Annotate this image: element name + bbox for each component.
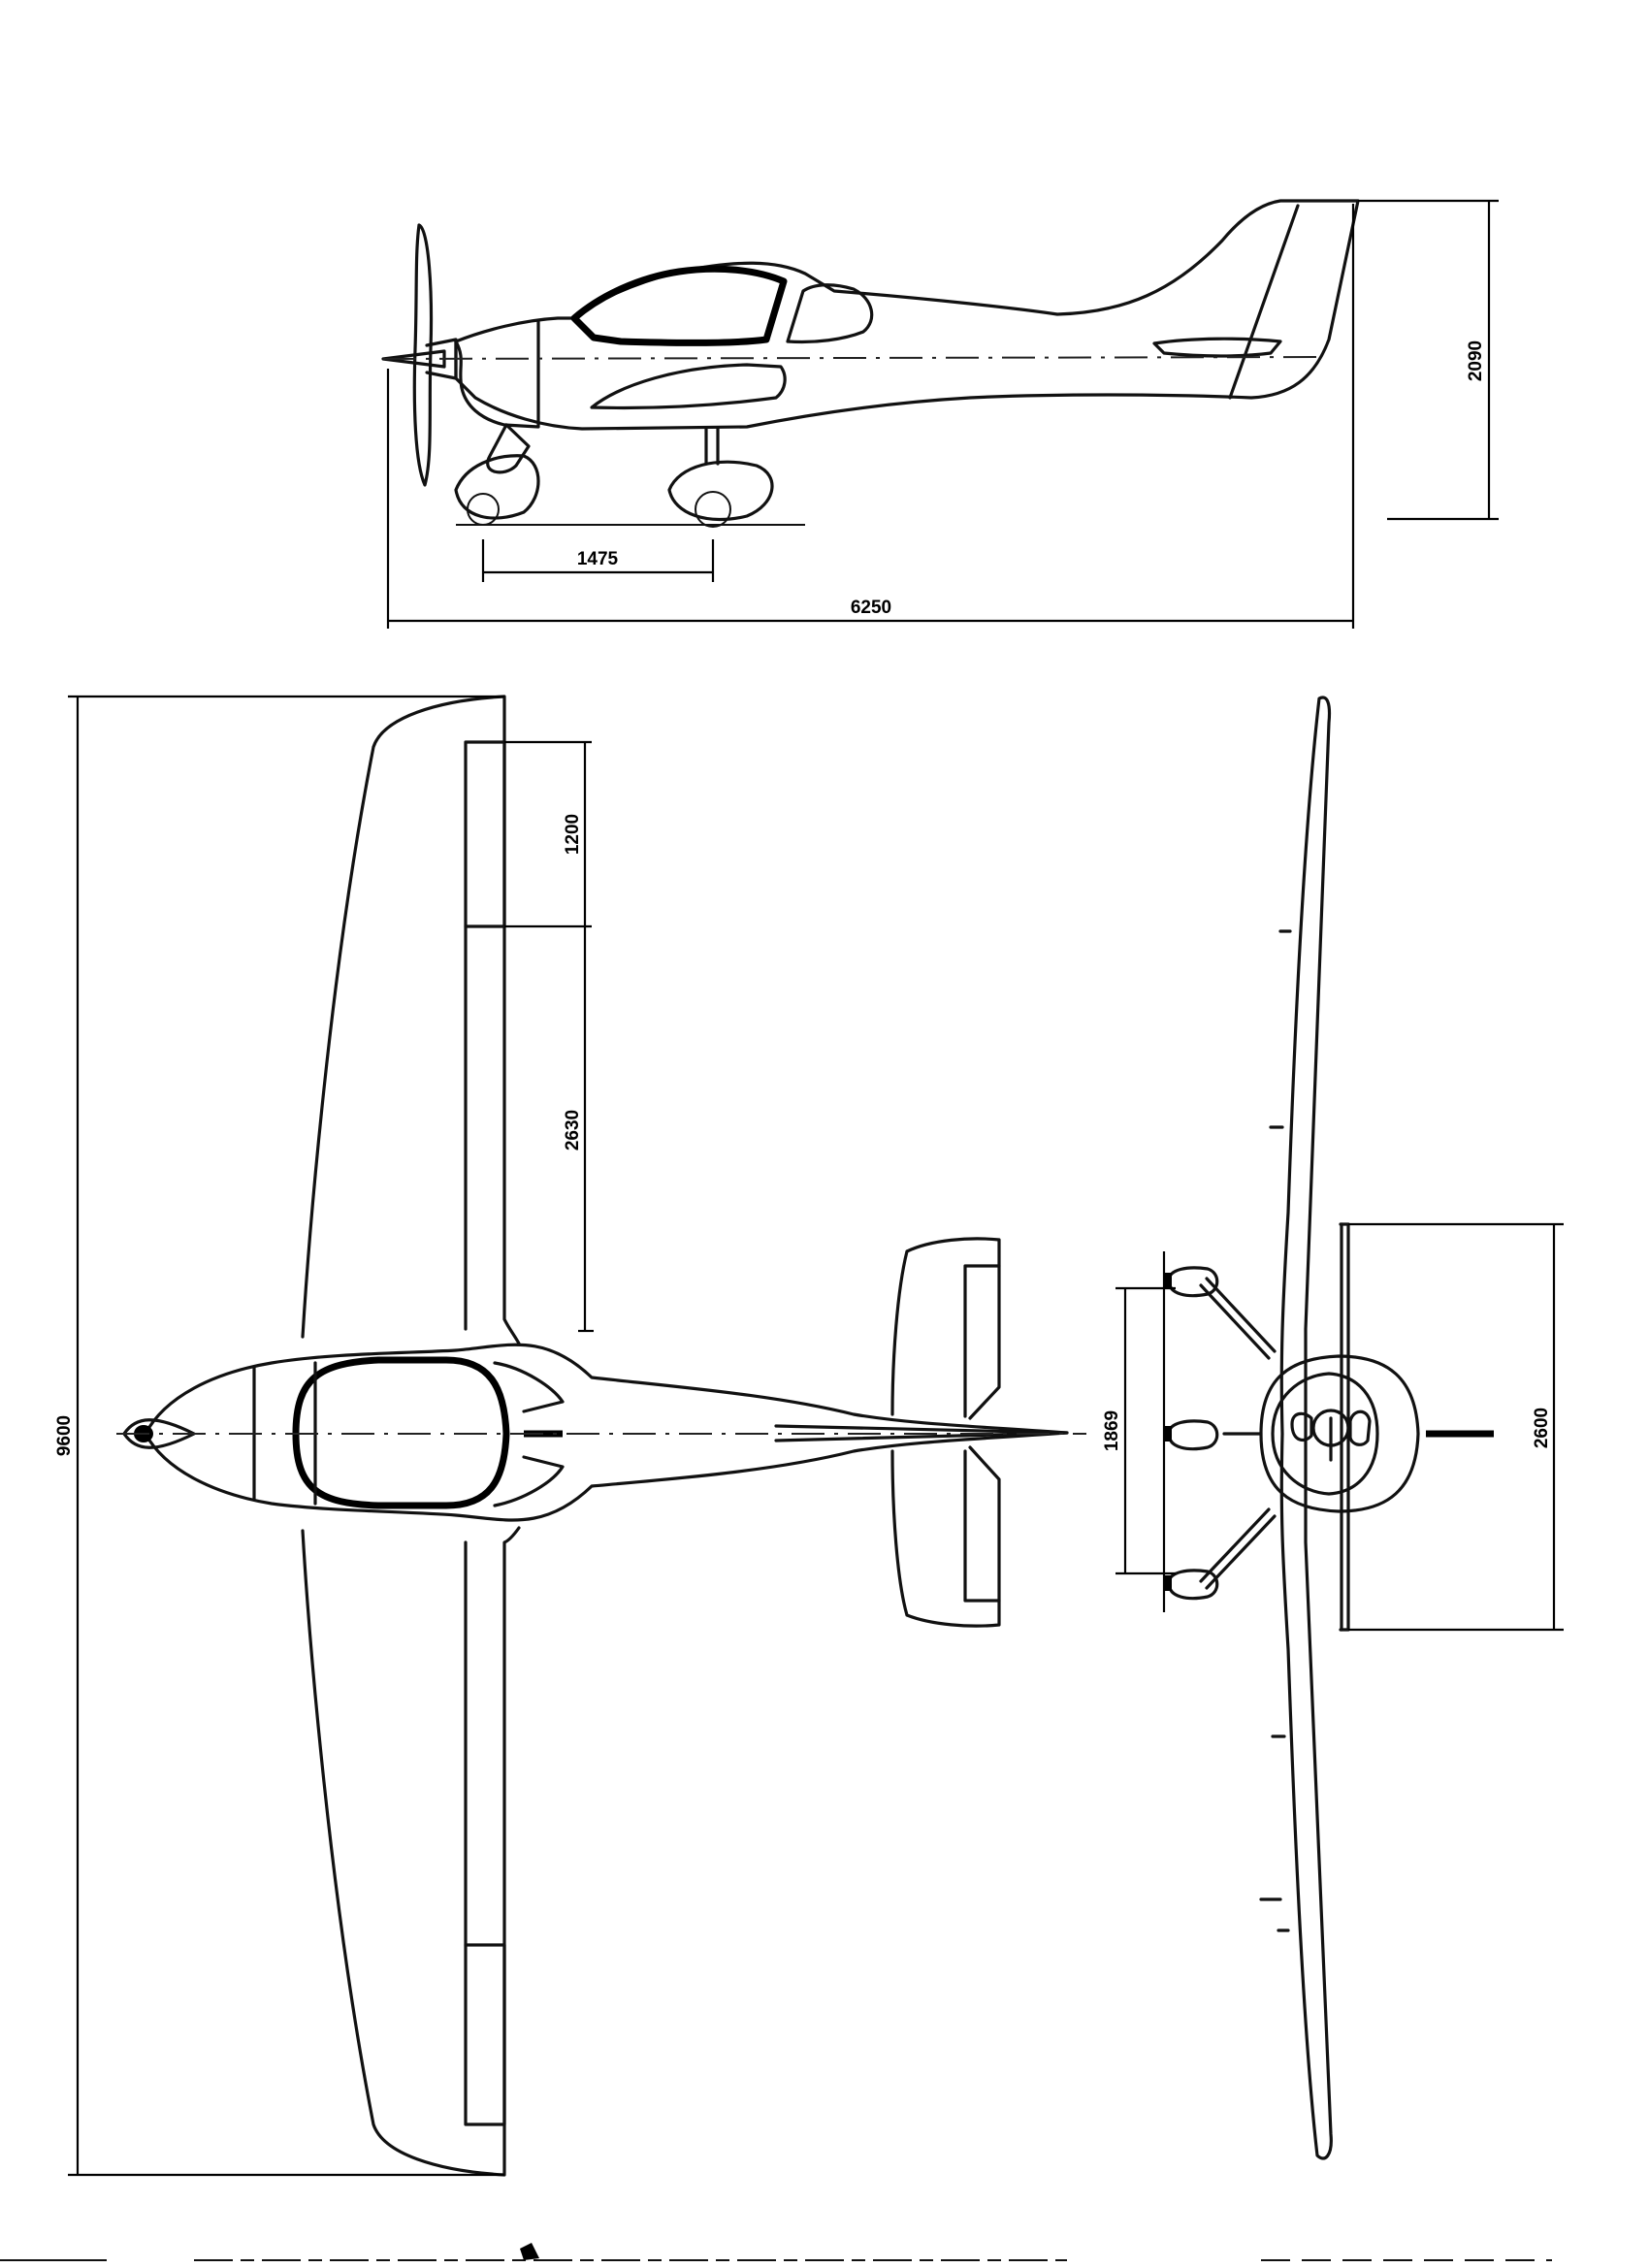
wheelbase-dimension: 1475	[577, 549, 619, 569]
front-main-gear-leg-upper	[1199, 1277, 1277, 1360]
side-view	[381, 199, 1360, 528]
tail-span-dimension: 2600	[1532, 1408, 1552, 1448]
top-wing-upper	[301, 695, 521, 1345]
side-main-wheel	[695, 491, 731, 528]
length-dimension: 6250	[851, 598, 891, 618]
side-nose-wheel	[467, 493, 500, 526]
top-canopy	[292, 1356, 510, 1509]
top-elevator-lower	[963, 1449, 1001, 1603]
top-fuselage	[144, 1343, 1069, 1522]
front-fuselage	[1259, 1354, 1420, 1513]
top-dimensions: 9600 1200 2630	[54, 695, 594, 2177]
side-wing-root	[590, 363, 787, 410]
side-propeller	[412, 223, 434, 487]
front-inlet-right	[1348, 1409, 1372, 1446]
front-wheel-nose	[1167, 1419, 1219, 1451]
top-elevator-upper	[963, 1264, 1001, 1418]
front-cowl-face	[1271, 1372, 1379, 1496]
top-horizontal-tail-upper	[890, 1237, 1001, 1420]
side-main-gear-leg	[704, 427, 720, 466]
top-view	[116, 695, 1086, 2177]
track-dimension: 1869	[1102, 1410, 1122, 1451]
side-nose-wheel-fairing	[454, 454, 540, 520]
front-wheel-upper	[1167, 1266, 1219, 1298]
side-stabilizer	[1152, 337, 1282, 358]
front-view	[1164, 696, 1494, 2160]
side-nose-gear-leg	[486, 423, 531, 474]
front-main-gear-leg-lower	[1199, 1507, 1277, 1590]
side-rear-window	[786, 283, 874, 344]
front-tire-upper	[1164, 1273, 1172, 1288]
top-flap-upper	[464, 740, 506, 928]
side-fuselage	[454, 199, 1360, 431]
top-tail-cone	[774, 1424, 1069, 1442]
front-tire-lower	[1164, 1575, 1172, 1591]
top-wing-root-fairing-lower	[493, 1455, 565, 1507]
aileron-dimension: 2630	[563, 1110, 583, 1150]
front-inlet-left	[1290, 1411, 1313, 1442]
side-dimensions: 1475 6250 2090	[386, 199, 1499, 629]
front-wing	[1279, 696, 1333, 2160]
scan-artifacts	[0, 2243, 1552, 2261]
span-dimension: 9600	[54, 1415, 75, 1456]
height-dimension: 2090	[1466, 340, 1486, 381]
side-rudder-line	[1228, 204, 1300, 400]
flap-dimension: 1200	[563, 814, 583, 855]
top-wing-lower	[301, 1526, 521, 2177]
side-canopy	[570, 265, 788, 346]
side-main-wheel-fairing	[667, 460, 774, 522]
top-wing-root-fairing-upper	[493, 1361, 565, 1413]
front-tire-nose	[1164, 1426, 1172, 1442]
top-flap-lower	[464, 1943, 506, 2126]
front-wheel-lower	[1167, 1569, 1219, 1601]
top-horizontal-tail-lower	[890, 1445, 1001, 1628]
side-center-line	[382, 356, 1325, 360]
front-dimensions: 1869 2600	[1102, 1222, 1564, 1632]
front-tail-plane	[1339, 1222, 1350, 1632]
